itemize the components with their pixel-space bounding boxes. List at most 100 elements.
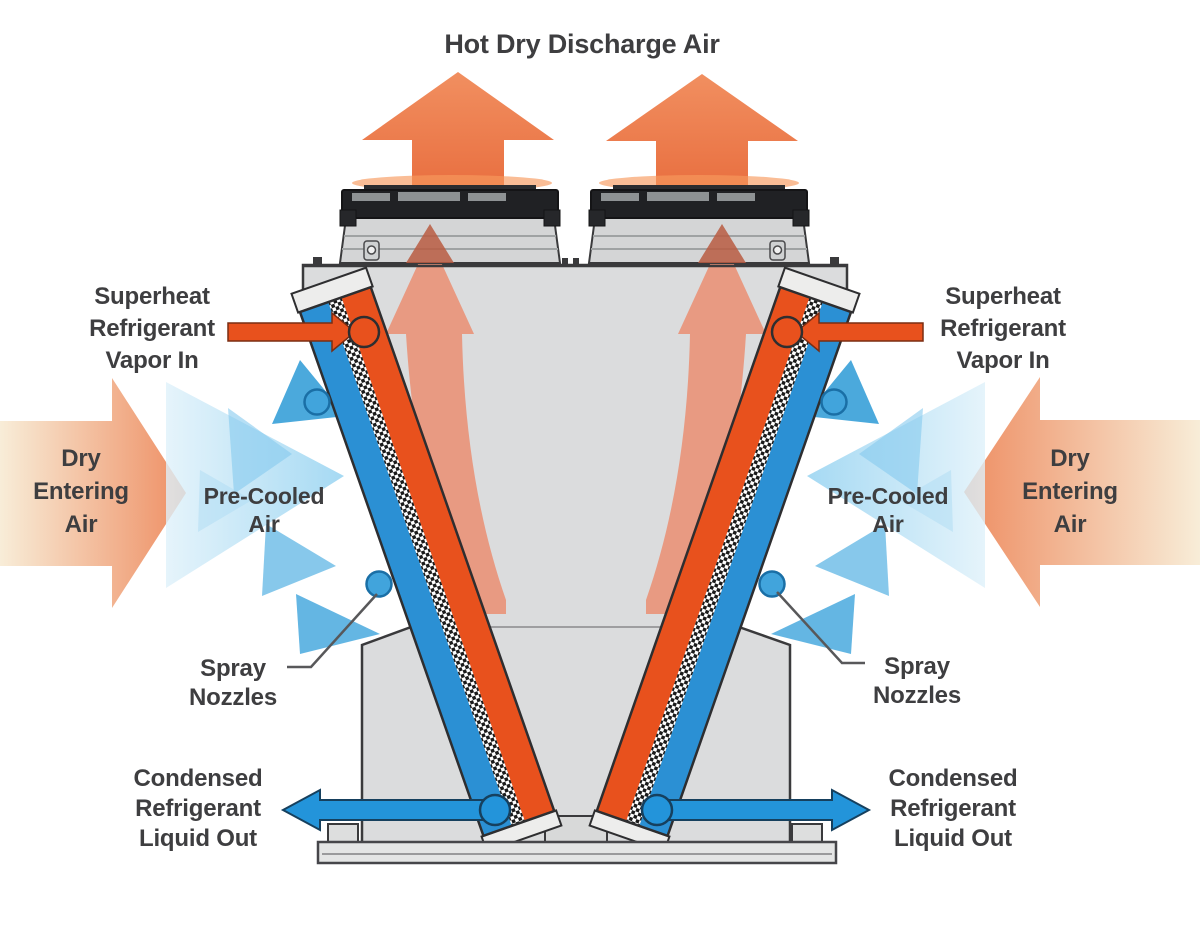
label-line: Pre-Cooled <box>827 483 949 509</box>
casing-bolt <box>313 257 322 265</box>
label-line: Entering <box>1022 478 1118 505</box>
label-dry-entering-air-right: Dry Entering Air <box>1022 442 1118 541</box>
vapor-header-right <box>770 315 804 349</box>
label-line: Condensed <box>133 765 263 792</box>
discharge-arrow-right <box>606 74 798 200</box>
coil-fin-strip <box>328 297 525 826</box>
spray-nozzle <box>820 388 848 416</box>
label-line: Air <box>248 511 280 537</box>
label-line: Spray <box>200 655 266 682</box>
label-line: Liquid Out <box>139 825 257 852</box>
foot-left <box>327 823 359 843</box>
label-line: Superheat <box>945 283 1061 310</box>
coil-left <box>290 266 563 853</box>
casing-bolt <box>562 258 568 265</box>
label-line: Entering <box>33 478 129 505</box>
spray-nozzle <box>303 388 331 416</box>
label-line: Refrigerant <box>89 315 215 342</box>
label-hot-discharge-air: Hot Dry Discharge Air <box>444 28 720 60</box>
label-line: Liquid Out <box>894 825 1012 852</box>
label-line: Refrigerant <box>940 315 1066 342</box>
fan-guard-cap <box>792 209 810 227</box>
spray-leader-left <box>287 593 378 669</box>
dry-air-arrow-left <box>0 378 186 608</box>
label-line: Nozzles <box>189 684 277 711</box>
label-condensed-left: Condensed Refrigerant Liquid Out <box>134 764 263 854</box>
precooled-air-arrow <box>198 470 252 532</box>
label-line: Vapor In <box>956 347 1050 374</box>
coil-refrigerant-side <box>341 287 555 822</box>
base-rail <box>316 840 838 865</box>
interior-air-glimpse-right <box>698 224 746 263</box>
label-line: Refrigerant <box>890 795 1016 822</box>
precooled-air-arrow <box>771 594 855 654</box>
coil-water-side <box>639 302 851 836</box>
interior-air-arrow-left <box>386 238 506 614</box>
spray-nozzle <box>758 570 786 598</box>
precooled-air-arrow <box>296 594 380 654</box>
fan-guard-vent <box>647 192 709 201</box>
label-line: Air <box>872 511 904 537</box>
fan-guard-vent <box>717 193 755 201</box>
precooled-air-wedge-right <box>807 382 985 588</box>
label-spray-nozzles-left: Spray Nozzles <box>189 654 277 712</box>
label-line: Nozzles <box>873 682 961 709</box>
label-line: Spray <box>884 653 950 680</box>
label-line: Air <box>64 511 98 538</box>
coil-outline <box>595 285 853 838</box>
label-superheat-left: Superheat Refrigerant Vapor In <box>89 281 215 377</box>
fan-guard-vent <box>468 193 506 201</box>
fan-right <box>587 185 811 264</box>
casing-bolt <box>573 258 579 265</box>
fan-guard-vent <box>601 193 639 201</box>
label-superheat-right: Superheat Refrigerant Vapor In <box>940 281 1066 377</box>
vapor-inlet-arrow-right <box>794 311 924 353</box>
fan-guard-cap <box>543 209 561 227</box>
vapor-header-left <box>347 315 381 349</box>
coil-fin-strip <box>626 297 823 826</box>
liquid-header-right <box>640 793 674 827</box>
interior-air-glimpse-left <box>406 224 454 263</box>
fan-guard-vent <box>398 192 460 201</box>
label-line: Hot Dry Discharge Air <box>444 29 720 59</box>
dry-air-arrow-right <box>964 377 1200 607</box>
liquid-outlet-arrow-left <box>280 788 498 832</box>
fan-shroud-bolt <box>772 245 783 255</box>
fan-left <box>338 185 562 264</box>
label-condensed-right: Condensed Refrigerant Liquid Out <box>889 764 1018 854</box>
fan-guard-vent <box>352 193 390 201</box>
coil-water-side <box>300 302 512 836</box>
spray-leader-right <box>776 591 865 665</box>
label-line: Dry <box>61 445 101 472</box>
label-spray-nozzles-right: Spray Nozzles <box>873 652 961 710</box>
fan-guard-cap <box>588 209 606 227</box>
precooled-air-arrow <box>899 470 953 532</box>
precooled-air-arrow <box>859 408 923 494</box>
precooled-air-arrow <box>815 524 889 596</box>
precooled-air-wedge-left <box>166 382 344 588</box>
label-precooled-air-left: Pre-Cooled Air <box>204 482 325 538</box>
vapor-inlet-arrow-left <box>227 311 357 353</box>
fan-guard-cap <box>339 209 357 227</box>
label-line: Refrigerant <box>135 795 261 822</box>
coil-outline <box>298 285 556 838</box>
label-line: Pre-Cooled <box>203 483 325 509</box>
coil-refrigerant-side <box>596 287 810 822</box>
precooled-air-arrow <box>228 408 292 494</box>
label-line: Superheat <box>94 283 210 310</box>
casing-bolt <box>830 257 839 265</box>
liquid-outlet-arrow-right <box>654 788 872 832</box>
precooled-air-arrow <box>262 524 336 596</box>
spray-nozzle <box>365 570 393 598</box>
fan-shroud-bolt <box>366 245 377 255</box>
liquid-header-left <box>478 793 512 827</box>
label-line: Vapor In <box>105 347 199 374</box>
label-precooled-air-right: Pre-Cooled Air <box>828 482 949 538</box>
discharge-arrow-left <box>362 72 554 200</box>
interior-air-arrow-right <box>646 238 766 614</box>
label-line: Air <box>1053 511 1087 538</box>
label-dry-entering-air-left: Dry Entering Air <box>33 442 129 541</box>
label-line: Condensed <box>888 765 1018 792</box>
